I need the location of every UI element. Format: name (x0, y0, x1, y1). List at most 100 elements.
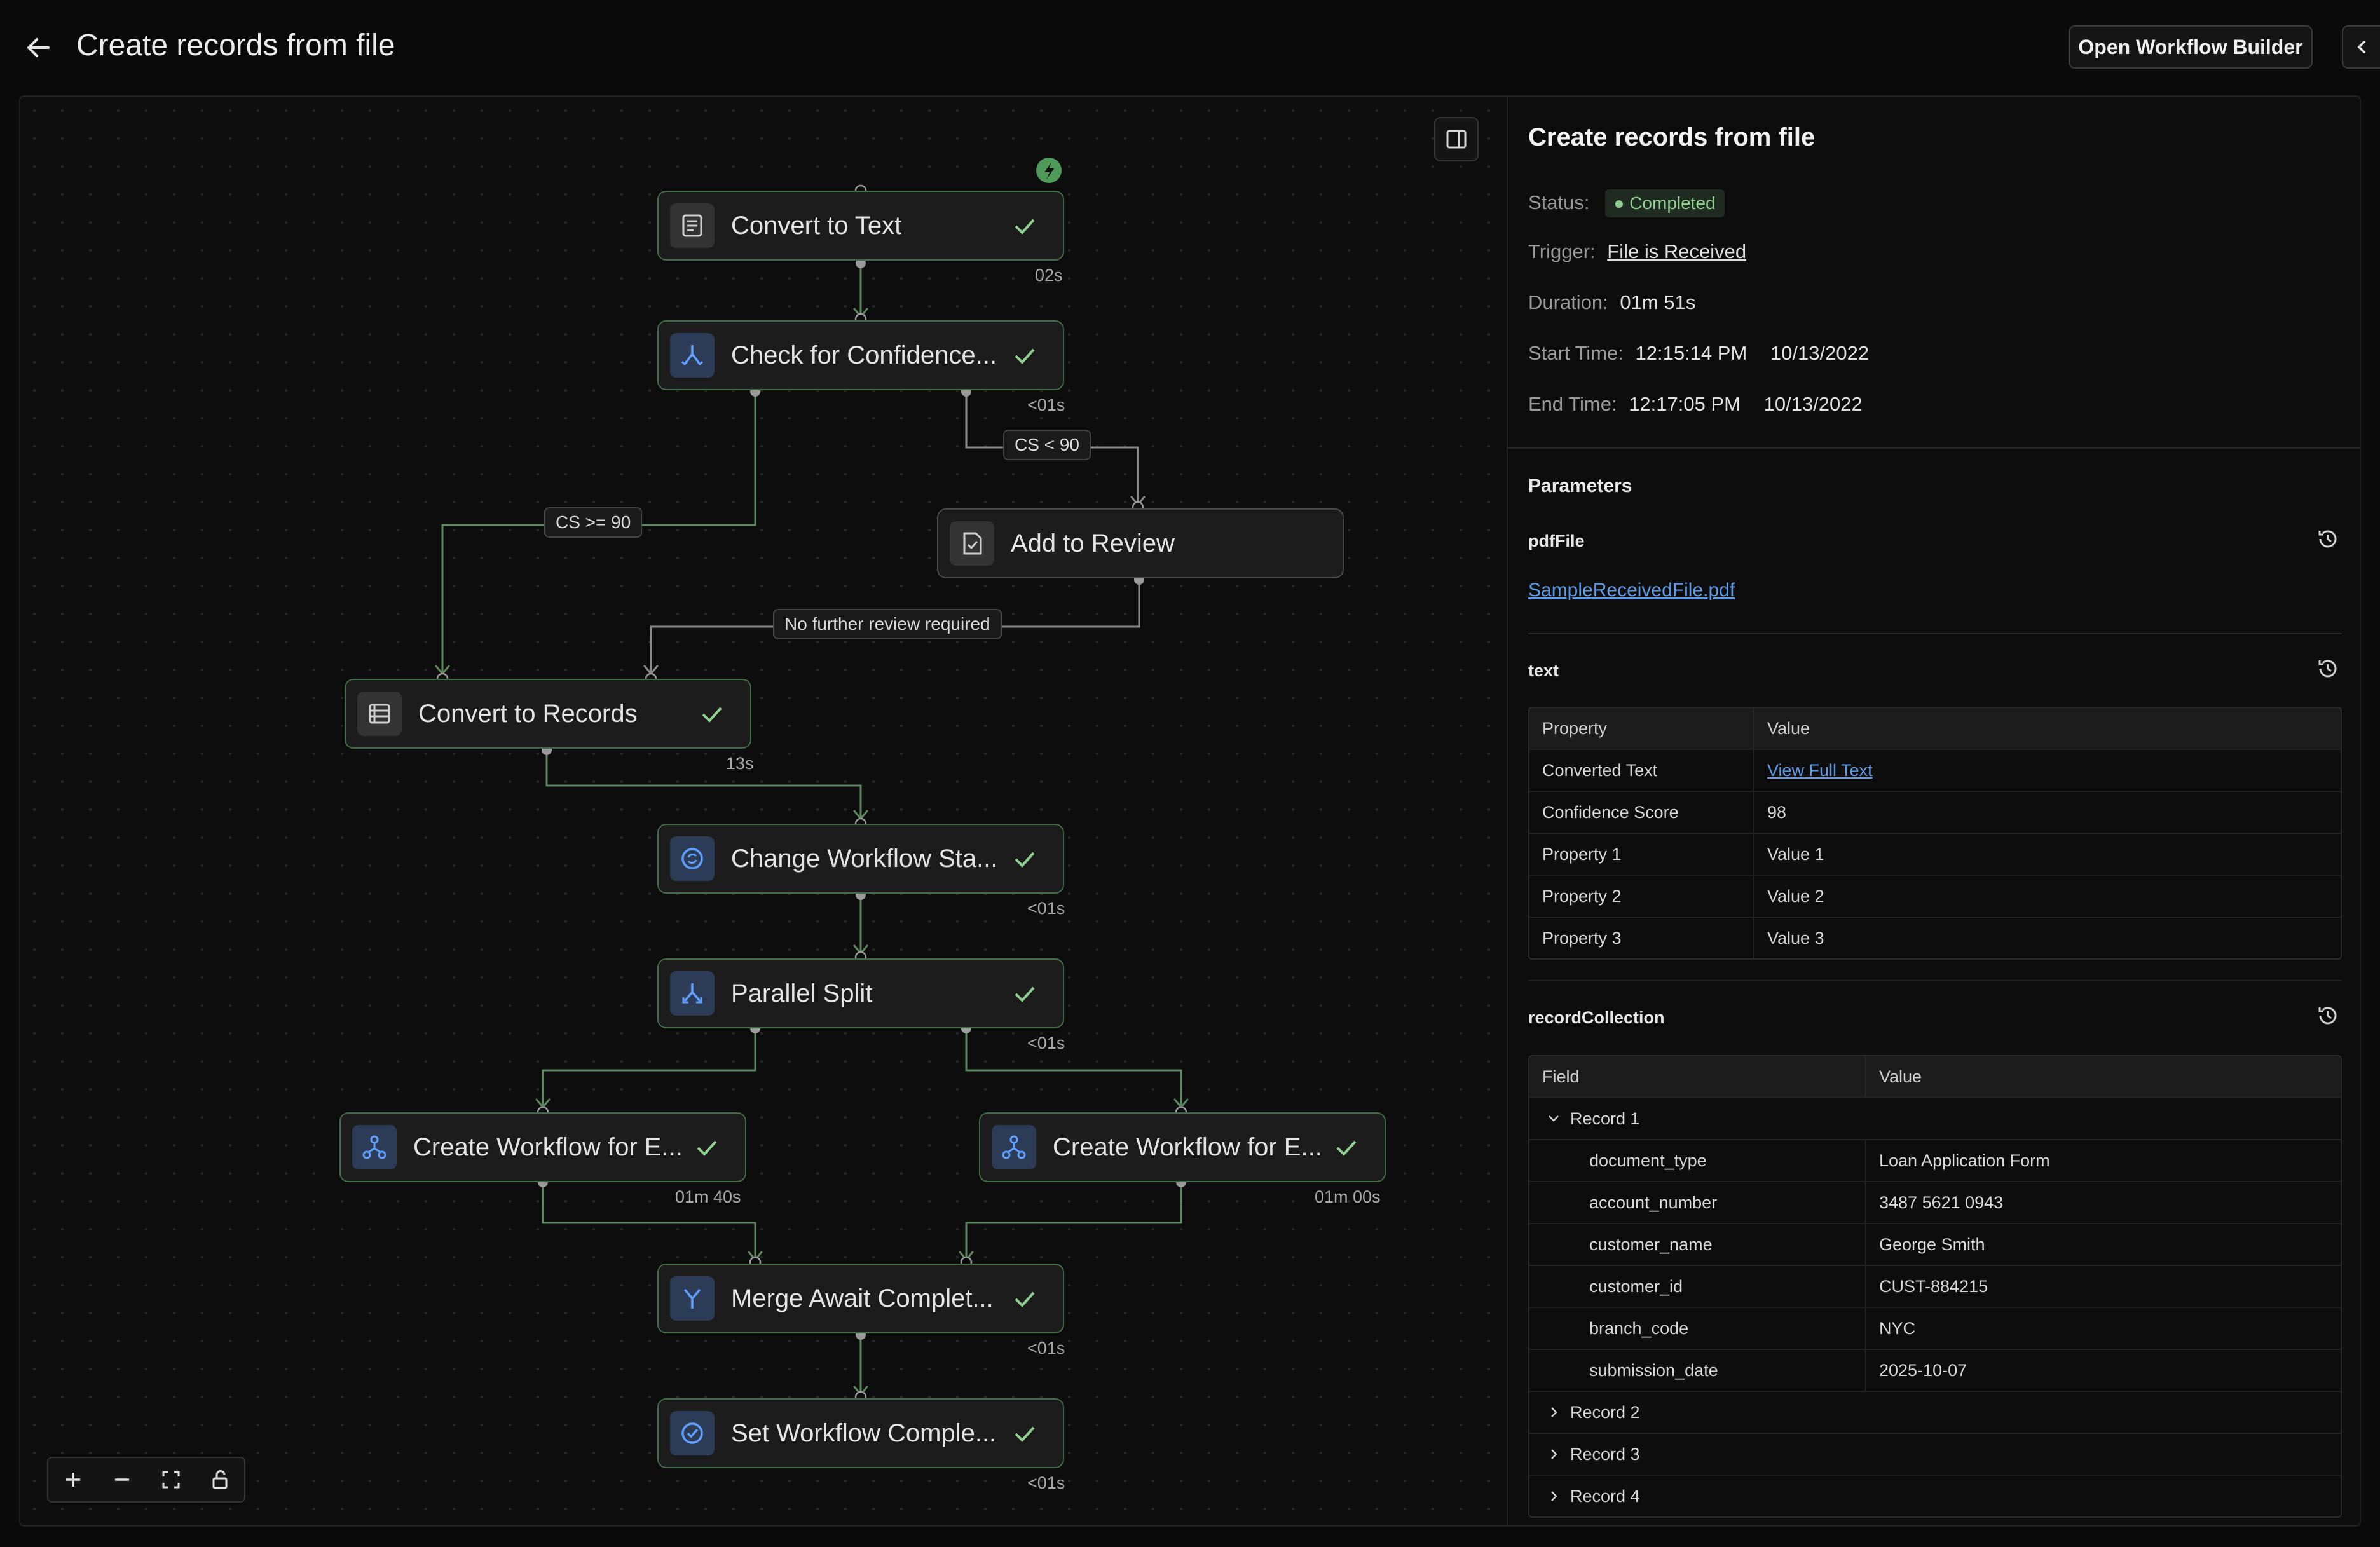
check-icon (1015, 1291, 1035, 1307)
duration-label: Duration: (1528, 291, 1608, 313)
fullscreen-icon (162, 1471, 179, 1489)
status-row: Status: ● Completed (1528, 189, 1725, 217)
node-label: Check for Confidence... (731, 341, 997, 369)
history-icon[interactable] (2315, 1003, 2341, 1028)
field-row: document_type Loan Application Form (1529, 1140, 2341, 1182)
record-label: Record 2 (1570, 1402, 1640, 1422)
field-row: submission_date 2025-10-07 (1529, 1350, 2341, 1392)
workflow-tree-icon (992, 1125, 1036, 1169)
review-doc-icon (950, 521, 994, 566)
duration-value: 01m 51s (1620, 291, 1696, 313)
trigger-link[interactable]: File is Received (1607, 240, 1747, 262)
field-cell: branch_code (1589, 1318, 1689, 1338)
param-name-recordcollection: recordCollection (1528, 1008, 1665, 1027)
field-cell: customer_id (1589, 1276, 1683, 1296)
zoom-in-button[interactable] (48, 1458, 97, 1501)
toggle-side-panel-button[interactable] (1434, 117, 1479, 161)
pdf-file-link[interactable]: SampleReceivedFile.pdf (1528, 580, 1735, 601)
start-time-row: Start Time: 12:15:14 PM 10/13/2022 (1528, 342, 1869, 365)
open-workflow-builder-button[interactable]: Open Workflow Builder (2069, 25, 2313, 69)
chevron-left-icon (2357, 41, 2365, 53)
record-1-row[interactable]: Record 1 (1529, 1098, 2341, 1140)
collapse-panel-button[interactable] (2342, 25, 2380, 69)
table-row: Confidence Score 98 (1529, 792, 2341, 834)
node-duration: <01s (1027, 1473, 1065, 1492)
start-date-value: 10/13/2022 (1770, 342, 1870, 364)
node-label: Parallel Split (731, 979, 873, 1007)
record-label: Record 1 (1570, 1108, 1640, 1128)
status-badge: ● Completed (1604, 189, 1725, 217)
status-label: Status: (1528, 191, 1590, 214)
node-duration: <01s (1027, 1339, 1065, 1358)
value-cell: Value 2 (1753, 876, 2341, 917)
column-header: Property (1542, 718, 1608, 738)
node-add-to-review[interactable]: Add to Review (937, 508, 1344, 578)
record-3-row[interactable]: Record 3 (1529, 1434, 2341, 1476)
run-details-panel: Create records from file Status: ● Comple… (1507, 97, 2360, 1525)
details-title: Create records from file (1528, 123, 1816, 151)
page-title: Create records from file (76, 29, 395, 62)
history-icon[interactable] (2315, 656, 2341, 681)
node-duration: <01s (1027, 395, 1065, 414)
property-cell: Confidence Score (1542, 802, 1679, 822)
status-value: Completed (1629, 193, 1716, 213)
record-label: Record 4 (1570, 1486, 1640, 1506)
check-icon (1015, 986, 1035, 1002)
workflow-canvas[interactable]: CS < 90 CS >= 90 No further review requi… (20, 97, 1507, 1525)
lock-canvas-button[interactable] (195, 1458, 244, 1501)
node-create-workflow-left[interactable]: Create Workflow for E... (339, 1112, 746, 1182)
node-parallel-split[interactable]: Parallel Split (657, 958, 1064, 1028)
document-text-icon (670, 203, 715, 248)
end-time-row: End Time: 12:17:05 PM 10/13/2022 (1528, 393, 1863, 416)
view-full-text-link[interactable]: View Full Text (1767, 760, 1873, 780)
node-label: Add to Review (1011, 529, 1175, 557)
fit-view-button[interactable] (146, 1458, 195, 1501)
node-convert-to-text[interactable]: Convert to Text (657, 191, 1064, 261)
port (856, 258, 866, 268)
history-icon[interactable] (2315, 526, 2341, 552)
value-cell: CUST-884215 (1865, 1266, 2341, 1307)
field-row: branch_code NYC (1529, 1308, 2341, 1350)
record-4-row[interactable]: Record 4 (1529, 1476, 2341, 1516)
back-arrow-icon[interactable] (23, 32, 55, 64)
param-name-text: text (1528, 661, 1559, 680)
zoom-out-button[interactable] (97, 1458, 146, 1501)
end-time-value: 12:17:05 PM (1629, 393, 1741, 415)
node-duration: 01m 00s (1315, 1187, 1381, 1206)
chevron-right-icon[interactable] (1546, 1405, 1561, 1420)
check-icon (1015, 348, 1035, 364)
node-change-workflow-status[interactable]: Change Workflow Sta... (657, 824, 1064, 894)
property-cell: Converted Text (1542, 760, 1658, 780)
table-row: Property 2 Value 2 (1529, 876, 2341, 918)
merge-icon (670, 1276, 715, 1321)
trigger-label: Trigger: (1528, 240, 1596, 262)
node-create-workflow-right[interactable]: Create Workflow for E... (979, 1112, 1386, 1182)
node-convert-to-records[interactable]: Convert to Records (345, 679, 751, 749)
value-cell: Value 1 (1753, 834, 2341, 875)
node-duration: 13s (726, 754, 754, 773)
record-2-row[interactable]: Record 2 (1529, 1392, 2341, 1434)
check-circle-icon (670, 1411, 715, 1455)
node-check-confidence[interactable]: Check for Confidence... (657, 320, 1064, 390)
chevron-right-icon[interactable] (1546, 1447, 1561, 1462)
node-set-workflow-complete[interactable]: Set Workflow Comple... (657, 1398, 1064, 1468)
node-label: Change Workflow Sta... (731, 844, 998, 873)
end-date-value: 10/13/2022 (1763, 393, 1863, 415)
edge (542, 1028, 756, 1110)
node-label: Merge Await Complet... (731, 1284, 994, 1312)
field-row: customer_id CUST-884215 (1529, 1266, 2341, 1308)
check-icon (1015, 1426, 1035, 1442)
branch-icon (670, 333, 715, 378)
value-cell: 2025-10-07 (1865, 1350, 2341, 1391)
table-header-row: Property Value (1529, 708, 2341, 750)
start-time-label: Start Time: (1528, 342, 1624, 364)
check-icon (1015, 852, 1035, 868)
field-cell: customer_name (1589, 1234, 1713, 1254)
node-duration: 02s (1035, 266, 1063, 285)
chevron-right-icon[interactable] (1546, 1489, 1561, 1504)
node-merge-await[interactable]: Merge Await Complet... (657, 1264, 1064, 1333)
column-header: Value (1865, 1056, 2341, 1097)
chevron-down-icon[interactable] (1546, 1111, 1561, 1126)
check-icon (1015, 219, 1035, 235)
side-panel-icon (1446, 130, 1467, 149)
